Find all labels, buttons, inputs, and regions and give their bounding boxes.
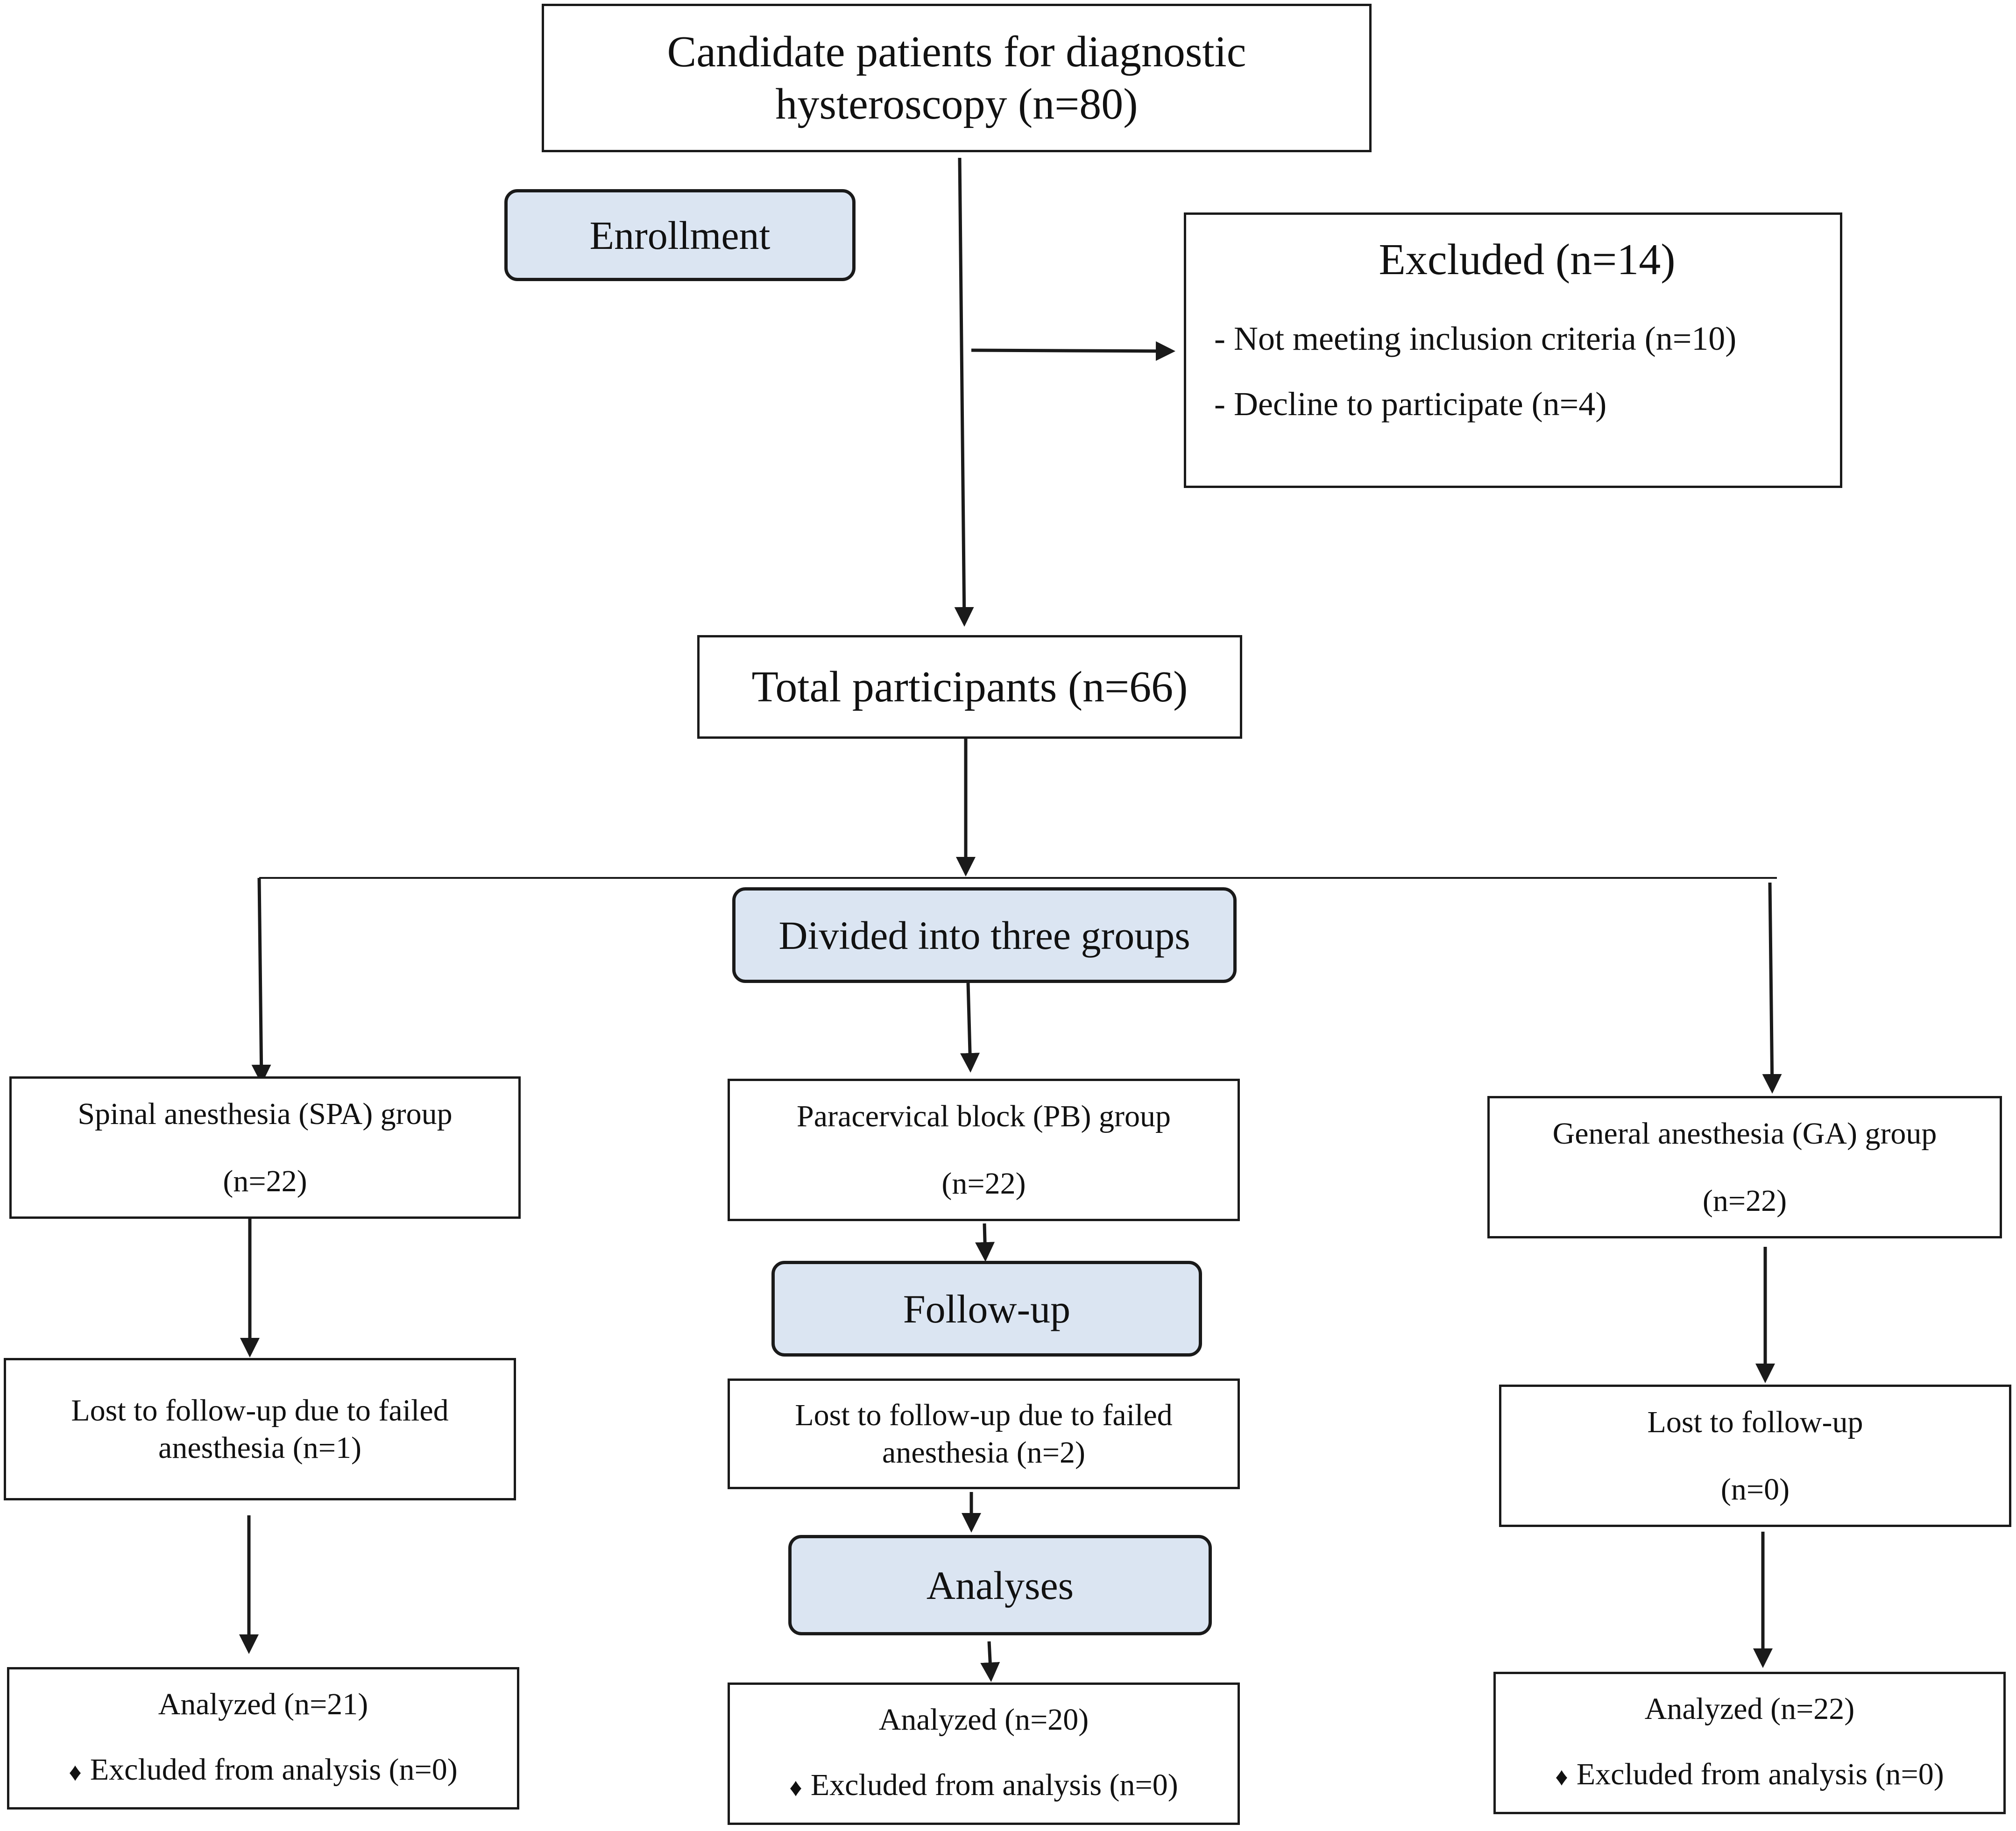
pb-excluded-from-analysis-row: ♦ Excluded from analysis (n=0) <box>789 1767 1178 1807</box>
pb-analyzed-box: Analyzed (n=20) ♦ Excluded from analysis … <box>728 1683 1240 1825</box>
spa-analyzed: Analyzed (n=21) <box>158 1687 368 1721</box>
spa-group-count: (n=22) <box>223 1164 307 1198</box>
pb-group-count: (n=22) <box>941 1166 1026 1201</box>
analyses-label: Analyses <box>926 1562 1074 1608</box>
candidates-line1: Candidate patients for diagnostic <box>667 28 1246 76</box>
ga-group-count: (n=22) <box>1702 1183 1787 1218</box>
arrow-to-excluded <box>971 341 1175 361</box>
pb-lost-box: Lost to follow-up due to failed anesthes… <box>728 1379 1240 1489</box>
ga-analyzed-box: Analyzed (n=22) ♦ Excluded from analysis … <box>1493 1672 2006 1814</box>
followup-label: Follow-up <box>903 1286 1071 1331</box>
candidates-line2: hysteroscopy (n=80) <box>775 80 1138 128</box>
arrow-split-to-ga <box>1762 882 1782 1094</box>
pb-excluded-from-analysis: Excluded from analysis (n=0) <box>810 1767 1178 1802</box>
spa-lost-line1: Lost to follow-up due to failed <box>71 1393 449 1428</box>
diamond-bullet-icon: ♦ <box>789 1774 802 1802</box>
enrollment-stage: Enrollment <box>504 189 856 281</box>
spa-lost-box: Lost to follow-up due to failed anesthes… <box>4 1358 516 1500</box>
excluded-title: Excluded (n=14) <box>1379 235 1676 284</box>
enrollment-label: Enrollment <box>589 212 771 258</box>
pb-lost-line2: anesthesia (n=2) <box>882 1435 1085 1470</box>
arrow-split-to-spa <box>251 877 271 1084</box>
total-participants-label: Total participants (n=66) <box>751 663 1188 711</box>
spa-excluded-from-analysis: Excluded from analysis (n=0) <box>90 1752 458 1787</box>
spa-lost-line2: anesthesia (n=1) <box>158 1430 361 1465</box>
ga-excluded-from-analysis: Excluded from analysis (n=0) <box>1576 1757 1944 1791</box>
ga-analyzed: Analyzed (n=22) <box>1644 1691 1855 1726</box>
arrow-candidates-to-total <box>954 157 974 627</box>
pb-group-name: Paracervical block (PB) group <box>797 1099 1171 1133</box>
ga-lost-box: Lost to follow-up (n=0) <box>1499 1385 2011 1527</box>
analyses-stage: Analyses <box>788 1535 1212 1635</box>
ga-lost-line1: Lost to follow-up <box>1647 1405 1863 1439</box>
followup-stage: Follow-up <box>771 1261 1202 1357</box>
excluded-box: Excluded (n=14) - Not meeting inclusion … <box>1184 212 1842 488</box>
ga-group-name: General anesthesia (GA) group <box>1552 1116 1937 1151</box>
candidates-box: Candidate patients for diagnostic hyster… <box>542 4 1372 152</box>
pb-group-box: Paracervical block (PB) group (n=22) <box>728 1079 1240 1221</box>
pb-lost-line1: Lost to follow-up due to failed <box>795 1398 1173 1432</box>
spa-group-name: Spinal anesthesia (SPA) group <box>78 1096 453 1131</box>
spa-excluded-from-analysis-row: ♦ Excluded from analysis (n=0) <box>69 1751 457 1791</box>
ga-excluded-from-analysis-row: ♦ Excluded from analysis (n=0) <box>1555 1756 1944 1796</box>
diamond-bullet-icon: ♦ <box>69 1758 82 1787</box>
total-participants-box: Total participants (n=66) <box>697 635 1242 739</box>
spa-analyzed-box: Analyzed (n=21) ♦ Excluded from analysis … <box>7 1667 519 1810</box>
excluded-item-inclusion: - Not meeting inclusion criteria (n=10) <box>1214 320 1737 357</box>
divided-stage: Divided into three groups <box>732 887 1237 983</box>
arrow-analyses-to-pb-analyzed <box>980 1641 1000 1682</box>
arrow-pb-to-followup <box>975 1223 995 1262</box>
pb-analyzed: Analyzed (n=20) <box>878 1702 1089 1737</box>
excluded-item-declined: - Decline to participate (n=4) <box>1214 385 1607 423</box>
spa-group-box: Spinal anesthesia (SPA) group (n=22) <box>9 1076 521 1219</box>
divided-label: Divided into three groups <box>778 912 1190 958</box>
arrow-divided-to-pb <box>960 983 980 1073</box>
ga-group-box: General anesthesia (GA) group (n=22) <box>1487 1096 2002 1238</box>
ga-lost-line2: (n=0) <box>1720 1472 1790 1506</box>
diamond-bullet-icon: ♦ <box>1555 1763 1568 1791</box>
